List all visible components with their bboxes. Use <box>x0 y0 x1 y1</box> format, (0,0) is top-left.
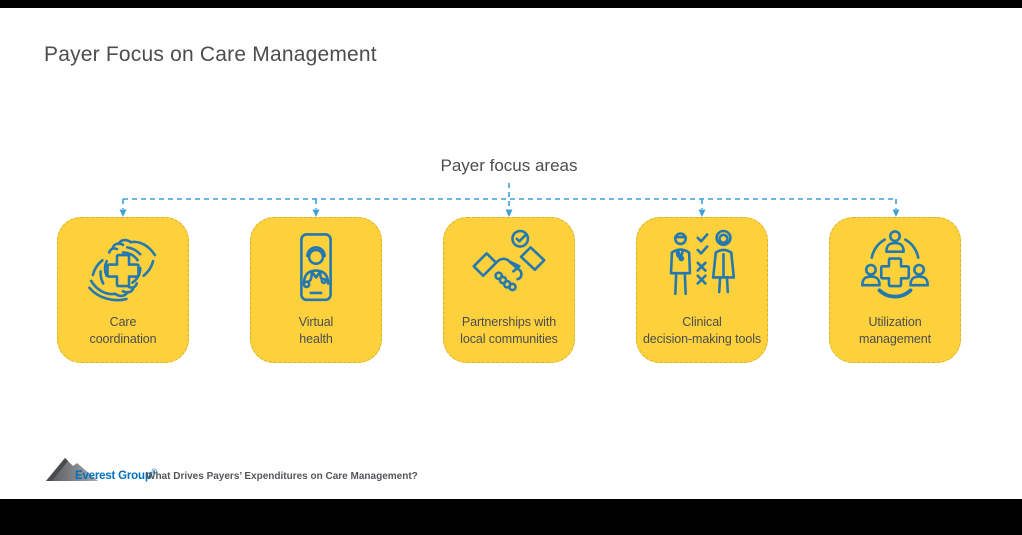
box-caption: Clinical decision-making tools <box>642 315 762 346</box>
focus-box-partnerships: Partnerships with local communities <box>443 217 575 363</box>
page-title: Payer Focus on Care Management <box>44 43 377 66</box>
handshake-check-icon <box>466 225 552 311</box>
box-caption: Care coordination <box>89 315 157 346</box>
focus-box-care-coordination: Care coordination <box>57 217 189 363</box>
box-caption: Utilization management <box>859 315 931 346</box>
payer-focus-areas-label: Payer focus areas <box>440 156 578 175</box>
everest-group-logo-text: Everest Group® <box>75 469 157 482</box>
telehealth-phone-doctor-icon <box>273 225 359 311</box>
box-caption: Virtual health <box>298 315 334 346</box>
focus-box-clinical-decision: Clinical decision-making tools <box>636 217 768 363</box>
everest-mountain-icon <box>46 458 98 481</box>
source-caption: What Drives Payers’ Expenditures on Care… <box>146 471 418 482</box>
registered-mark: ® <box>151 469 157 476</box>
focus-box-utilization: Utilization management <box>829 217 961 363</box>
focus-box-virtual-health: Virtual health <box>250 217 382 363</box>
top-black-bar <box>0 0 1022 8</box>
box-caption: Partnerships with local communities <box>460 315 558 346</box>
bottom-black-bar <box>0 499 1022 535</box>
clinicians-checklist-icon <box>659 225 745 311</box>
people-around-cross-icon <box>852 225 938 311</box>
hands-care-cross-icon <box>80 225 166 311</box>
